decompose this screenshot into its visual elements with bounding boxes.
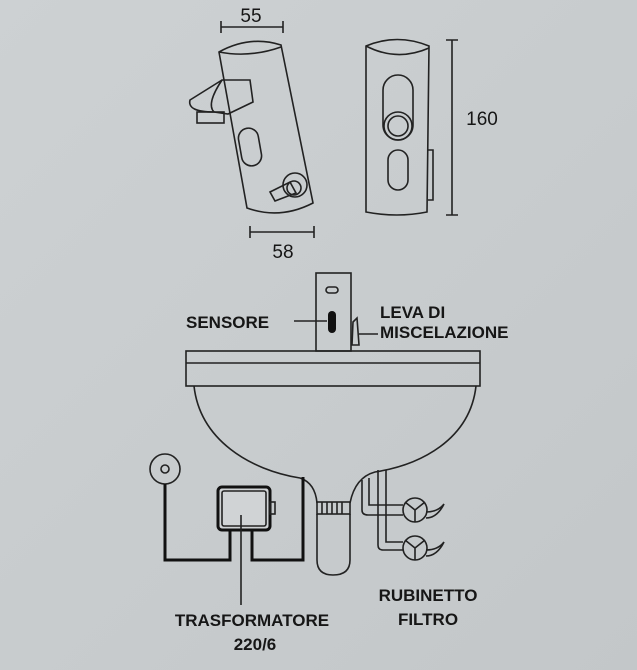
filter-tap-lower bbox=[402, 535, 445, 561]
siphon-trap bbox=[316, 514, 351, 576]
dimension-bottom-width: 58 bbox=[249, 226, 315, 263]
tap-label-line2: FILTRO bbox=[398, 610, 458, 629]
transformer-label-line1: TRASFORMATORE bbox=[175, 611, 329, 630]
tap-label-line1: RUBINETTO bbox=[379, 586, 478, 605]
power-cable bbox=[163, 484, 232, 562]
sensor-label: SENSORE bbox=[186, 313, 269, 332]
faucet-cable bbox=[250, 477, 305, 562]
transformer-label-line2: 220/6 bbox=[234, 635, 277, 654]
faucet-front-view bbox=[365, 38, 434, 216]
dimension-58-label: 58 bbox=[272, 242, 293, 263]
pipe-upper bbox=[361, 480, 403, 516]
dimension-top-width: 55 bbox=[220, 6, 284, 33]
faucet-side-view bbox=[188, 40, 314, 214]
trap-connector bbox=[316, 501, 351, 515]
power-outlet bbox=[149, 453, 181, 485]
dimension-160-label: 160 bbox=[466, 109, 498, 130]
dimension-55-label: 55 bbox=[240, 6, 261, 27]
transformer bbox=[216, 485, 276, 532]
mixing-lever bbox=[351, 316, 360, 346]
dimension-height: 160 bbox=[446, 39, 498, 216]
pipe-lower bbox=[377, 470, 403, 551]
sink-installation: SENSORE LEVA DI MISCELAZIONE RUBINETTO F… bbox=[149, 272, 508, 654]
sensor-window bbox=[328, 311, 336, 333]
sink-rim bbox=[185, 350, 481, 387]
lever-label-line2: MISCELAZIONE bbox=[380, 323, 508, 342]
filter-tap-upper bbox=[402, 497, 445, 523]
lever-label-line1: LEVA DI bbox=[380, 303, 445, 322]
sink-bowl bbox=[193, 385, 477, 504]
